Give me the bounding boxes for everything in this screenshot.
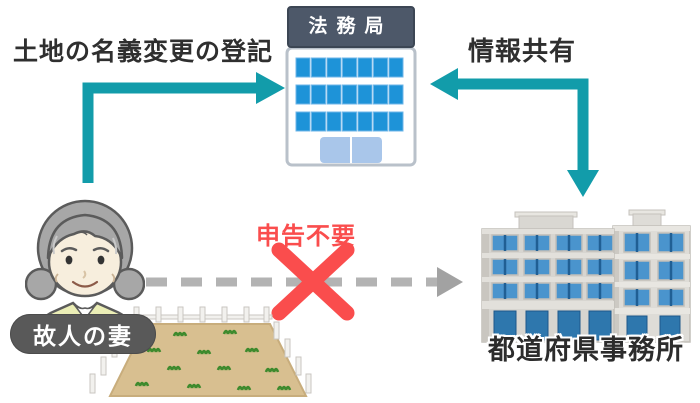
- prefectural-office-buildings-icon: [481, 209, 691, 343]
- elbow-arrow-double-icon: [430, 68, 599, 197]
- land-registration-label: 土地の名義変更の登記: [13, 38, 274, 66]
- bureau-sign-label: 法務局: [308, 15, 393, 37]
- no-declaration-label: 申告不要: [256, 223, 356, 250]
- widow-label: 故人の妻: [10, 314, 156, 354]
- elbow-arrow-right-icon: [82, 72, 285, 183]
- prefectural-office-label: 都道府県事務所: [488, 335, 684, 365]
- farm-field-icon: [89, 306, 312, 397]
- legal-affairs-bureau-building-icon: [285, 6, 417, 167]
- information-sharing-label: 情報共有: [468, 36, 577, 66]
- cross-mark-icon: [271, 242, 355, 321]
- dashed-arrow-icon: [146, 267, 463, 297]
